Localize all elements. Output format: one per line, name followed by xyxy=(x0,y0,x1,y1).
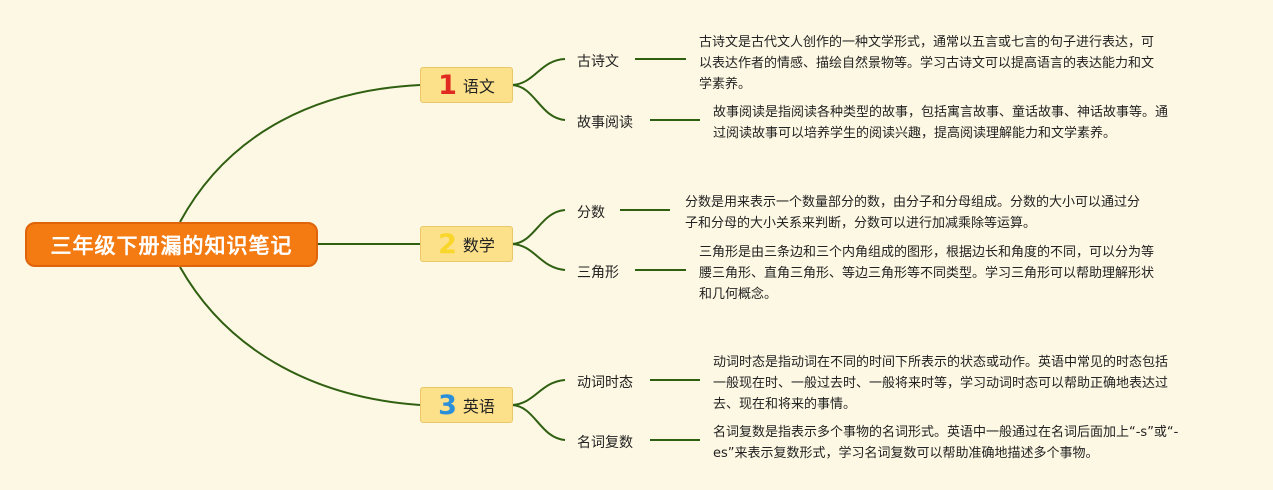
description-line: 名词复数是指表示多个事物的名词形式。英语中一般通过在名词后面加上“-s”或“- xyxy=(713,425,1179,440)
description-line: 和几何概念。 xyxy=(699,287,778,302)
number-3-icon: 3 xyxy=(438,389,457,421)
subtopic-triangles[interactable]: 三角形 xyxy=(577,265,619,281)
description-ancient-poetry: 古诗文是古代文人创作的一种文学形式，通常以五言或七言的句子进行表达，可 以表达作… xyxy=(699,32,1154,95)
subtopic-story-reading[interactable]: 故事阅读 xyxy=(577,115,633,131)
topic-1-sub-2-connector xyxy=(511,84,566,121)
subtopic-ancient-poetry[interactable]: 古诗文 xyxy=(577,54,619,70)
topic-label: 英语 xyxy=(462,397,495,416)
number-1-icon: 1 xyxy=(438,69,457,101)
topic-1-sub-1-connector xyxy=(511,58,566,86)
topic-3-sub-2-connector xyxy=(511,404,566,441)
description-line: es”来表示复数形式，学习名词复数可以帮助准确地描述多个事物。 xyxy=(713,446,1099,461)
description-line: 古诗文是古代文人创作的一种文学形式，通常以五言或七言的句子进行表达，可 xyxy=(699,35,1155,50)
description-story-reading: 故事阅读是指阅读各种类型的故事，包括寓言故事、童话故事、神话故事等。通 过阅读故… xyxy=(713,102,1168,144)
description-plural-nouns: 名词复数是指表示多个事物的名词形式。英语中一般通过在名词后面加上“-s”或“- … xyxy=(713,422,1178,464)
topic-label: 语文 xyxy=(462,77,495,96)
topic-node-english[interactable]: 3 英语 xyxy=(420,387,513,423)
description-line: 腰三角形、直角三角形、等边三角形等不同类型。学习三角形可以帮助理解形状 xyxy=(699,266,1155,281)
subtopic-fractions[interactable]: 分数 xyxy=(577,205,605,221)
description-line: 子和分母的大小关系来判断，分数可以进行加减乘除等运算。 xyxy=(685,216,1037,231)
topic-3-sub-1-connector xyxy=(511,379,566,406)
description-fractions: 分数是用来表示一个数量部分的数，由分子和分母组成。分数的大小可以通过分 子和分母… xyxy=(685,192,1140,234)
description-line: 故事阅读是指阅读各种类型的故事，包括寓言故事、童话故事、神话故事等。通 xyxy=(713,105,1169,120)
subtopic-verb-tenses[interactable]: 动词时态 xyxy=(577,375,633,391)
description-line: 去、现在和将来的事情。 xyxy=(713,397,857,412)
number-2-icon: 2 xyxy=(438,228,457,260)
topic-node-math[interactable]: 2 数学 xyxy=(420,226,513,262)
description-verb-tenses: 动词时态是指动词在不同的时间下所表示的状态或动作。英语中常见的时态包括 一般现在… xyxy=(713,352,1168,415)
description-triangles: 三角形是由三条边和三个内角组成的图形，根据边长和角度的不同，可以分为等 腰三角形… xyxy=(699,242,1154,305)
description-line: 三角形是由三条边和三个内角组成的图形，根据边长和角度的不同，可以分为等 xyxy=(699,245,1155,260)
root-to-topic-1-connector xyxy=(179,84,421,223)
description-line: 以表达作者的情感、描绘自然景物等。学习古诗文可以提高语言的表达能力和文 xyxy=(699,56,1155,71)
description-line: 一般现在时、一般过去时、一般将来时等，学习动词时态可以帮助正确地表达过 xyxy=(713,376,1169,391)
description-line: 学素养。 xyxy=(699,77,752,92)
description-line: 动词时态是指动词在不同的时间下所表示的状态或动作。英语中常见的时态包括 xyxy=(713,355,1169,370)
description-line: 过阅读故事可以培养学生的阅读兴趣，提高阅读理解能力和文学素养。 xyxy=(713,126,1117,141)
topic-2-sub-1-connector xyxy=(511,209,566,245)
root-node[interactable]: 三年级下册漏的知识笔记 xyxy=(25,222,318,267)
root-to-topic-3-connector xyxy=(179,266,421,406)
topic-node-chinese[interactable]: 1 语文 xyxy=(420,67,513,103)
topic-2-sub-2-connector xyxy=(511,243,566,271)
subtopic-plural-nouns[interactable]: 名词复数 xyxy=(577,435,633,451)
description-line: 分数是用来表示一个数量部分的数，由分子和分母组成。分数的大小可以通过分 xyxy=(685,195,1141,210)
topic-label: 数学 xyxy=(462,236,495,255)
